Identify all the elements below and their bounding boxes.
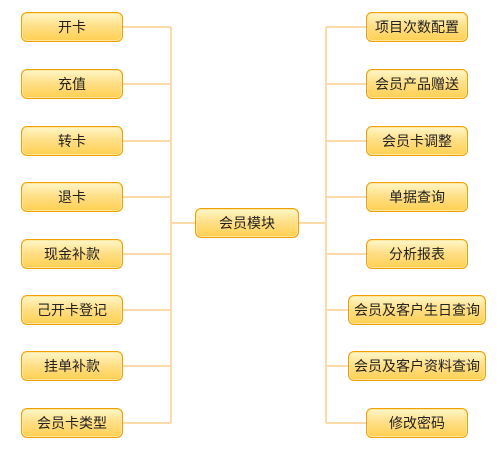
- node-birthday-query[interactable]: 会员及客户生日查询: [348, 295, 486, 325]
- node-member-card-adjust[interactable]: 会员卡调整: [366, 126, 468, 156]
- node-change-password[interactable]: 修改密码: [366, 408, 468, 438]
- node-opened-card-register[interactable]: 己开卡登记: [21, 295, 123, 325]
- node-analysis-report[interactable]: 分析报表: [366, 239, 468, 269]
- node-member-card-type[interactable]: 会员卡类型: [21, 408, 123, 438]
- node-return-card[interactable]: 退卡: [21, 182, 123, 212]
- node-cash-supplement[interactable]: 现金补款: [21, 239, 123, 269]
- node-profile-query[interactable]: 会员及客户资料查询: [348, 351, 486, 381]
- node-document-query[interactable]: 单据查询: [366, 182, 468, 212]
- node-transfer-card[interactable]: 转卡: [21, 126, 123, 156]
- center-node-member-module[interactable]: 会员模块: [195, 208, 299, 238]
- node-open-card[interactable]: 开卡: [21, 12, 123, 42]
- node-item-count-config[interactable]: 项目次数配置: [366, 12, 468, 42]
- node-pending-supplement[interactable]: 挂单补款: [21, 351, 123, 381]
- node-member-product-gift[interactable]: 会员产品赠送: [366, 69, 468, 99]
- node-recharge[interactable]: 充值: [21, 69, 123, 99]
